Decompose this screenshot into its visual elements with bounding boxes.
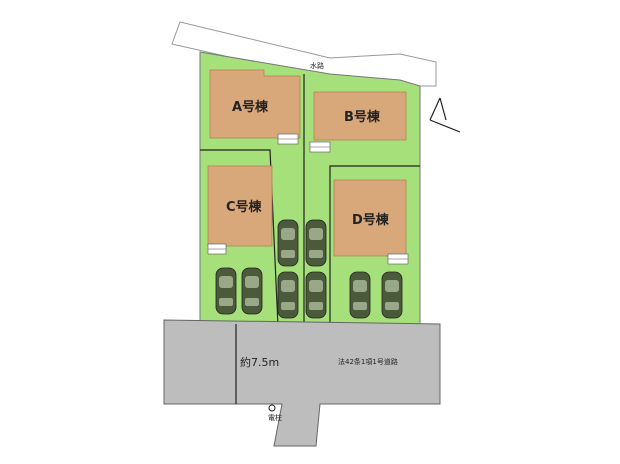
parking-cars	[215, 219, 403, 319]
road-width-label: 約7.5m	[240, 355, 279, 369]
house-c-label: C号棟	[226, 199, 263, 215]
parked-car-icon	[305, 219, 327, 267]
parked-car-icon	[241, 267, 263, 315]
house-b	[313, 91, 407, 141]
lot-line-left	[200, 149, 279, 327]
parked-car-icon	[215, 267, 237, 315]
utility-pole-label: 電柱	[268, 413, 282, 422]
parked-car-icon	[381, 271, 403, 319]
north-arrow-icon	[429, 97, 461, 133]
parked-car-icon	[277, 271, 299, 319]
road-area	[163, 319, 441, 447]
deck-b	[309, 141, 331, 153]
house-b-label: B号棟	[344, 109, 381, 125]
house-a-label: A号棟	[232, 99, 269, 115]
utility-pole-icon	[268, 404, 276, 412]
road-type-label: 法42条1項1号道路	[338, 357, 398, 366]
deck-a	[277, 133, 299, 145]
deck-c	[207, 243, 227, 255]
waterway-label: 水路	[310, 61, 324, 70]
house-d-label: D号棟	[352, 212, 390, 228]
deck-d	[387, 253, 409, 265]
parked-car-icon	[305, 271, 327, 319]
house-a	[209, 69, 301, 139]
parked-car-icon	[349, 271, 371, 319]
lot-line-right	[329, 165, 420, 326]
parked-car-icon	[277, 219, 299, 267]
house-c	[207, 165, 273, 247]
